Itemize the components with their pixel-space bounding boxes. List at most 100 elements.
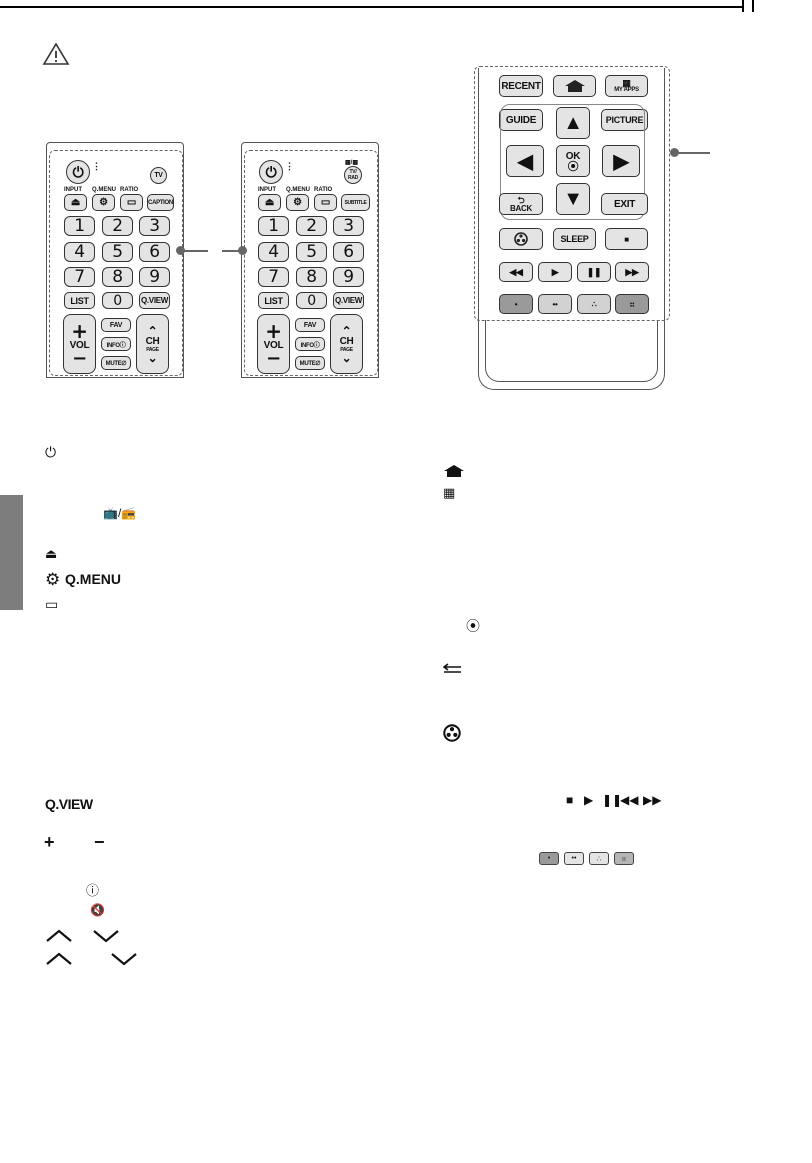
power-button[interactable]: ⏻ [259, 160, 283, 184]
channel-up-icon: ⌃ [341, 323, 352, 338]
channel-rocker[interactable]: ⌃ CH PAGE ⌄ [136, 314, 169, 374]
page-label: PAGE [146, 346, 159, 353]
left-arrow-button[interactable]: ◀ [506, 145, 544, 177]
qview-button[interactable]: Q.VIEW [333, 292, 364, 309]
list-button[interactable]: LIST [64, 292, 95, 309]
num-0-button[interactable]: 0 [296, 292, 327, 309]
live-menu-legend-icon [443, 724, 461, 742]
num-5-button[interactable]: 5 [102, 242, 133, 262]
input-button[interactable]: ⏏ [258, 194, 281, 211]
num-3-button[interactable]: 3 [139, 216, 170, 236]
fav-button[interactable]: FAV [295, 318, 325, 332]
play-button[interactable]: ▶ [538, 262, 572, 282]
ratio-icon: ▭ [45, 596, 59, 612]
apps-grid-icon: ▦ [622, 78, 631, 88]
num-5-button[interactable]: 5 [296, 242, 327, 262]
color-key-3-button[interactable]: ∴ [577, 294, 611, 314]
picture-button[interactable]: PICTURE [601, 109, 648, 131]
qmenu-button[interactable]: ⚙ [286, 194, 309, 211]
stop-legend-icon: ■ [566, 793, 574, 807]
live-menu-button[interactable] [499, 228, 543, 250]
num-8-button[interactable]: 8 [296, 267, 327, 287]
volume-up-icon: + [71, 318, 88, 343]
home-button[interactable] [553, 75, 596, 97]
cut-corner-mark [742, 0, 802, 12]
page-up-icon [46, 952, 72, 965]
num-9-button[interactable]: 9 [139, 267, 170, 287]
subtitle-button[interactable]: SUBTITLE [341, 194, 370, 211]
color-key-2-button[interactable]: •• [538, 294, 572, 314]
back-button[interactable]: ⮌ BACK [499, 193, 543, 215]
down-arrow-button[interactable]: ▼ [556, 183, 590, 215]
plus-icon: + [44, 832, 55, 852]
remote-a-highlight-frame [49, 150, 183, 376]
num-1-button[interactable]: 1 [258, 216, 289, 236]
info-icon: ⓘ [86, 883, 100, 898]
ratio-button[interactable]: ▭ [120, 194, 143, 211]
volume-down-icon: − [266, 347, 281, 369]
play-legend-icon: ▶ [584, 793, 594, 807]
num-2-button[interactable]: 2 [102, 216, 133, 236]
remote-c-body [478, 68, 665, 390]
page-label: PAGE [340, 346, 353, 353]
num-6-button[interactable]: 6 [139, 242, 170, 262]
color-key-1-button[interactable]: • [499, 294, 533, 314]
list-button[interactable]: LIST [258, 292, 289, 309]
up-arrow-button[interactable]: ▲ [556, 107, 590, 139]
rewind-button[interactable]: ◀◀ [499, 262, 533, 282]
sleep-button[interactable]: SLEEP [553, 228, 596, 250]
channel-label: CH [145, 335, 160, 347]
volume-rocker[interactable]: + VOL − [63, 314, 96, 374]
fast-forward-button[interactable]: ▶▶ [615, 262, 649, 282]
num-9-button[interactable]: 9 [333, 267, 364, 287]
num-7-button[interactable]: 7 [258, 267, 289, 287]
caption-button[interactable]: CAPTION [147, 194, 174, 211]
right-arrow-button[interactable]: ▶ [602, 145, 640, 177]
info-button[interactable]: INFOⓘ [101, 337, 131, 351]
recent-button[interactable]: RECENT [499, 75, 543, 97]
color-key-4-legend-icon: ⠶ [614, 852, 634, 865]
tv-button[interactable]: TV [150, 167, 167, 184]
channel-rocker[interactable]: ⌃ CH PAGE ⌄ [330, 314, 363, 374]
guide-button[interactable]: GUIDE [499, 109, 543, 131]
num-2-button[interactable]: 2 [296, 216, 327, 236]
volume-label: VOL [69, 339, 90, 351]
mute-button[interactable]: MUTE∅ [295, 356, 325, 370]
qview-button[interactable]: Q.VIEW [139, 292, 170, 309]
input-button[interactable]: ⏏ [64, 194, 87, 211]
volume-up-icon: + [265, 318, 282, 343]
qmenu-button[interactable]: ⚙ [92, 194, 115, 211]
num-1-button[interactable]: 1 [64, 216, 95, 236]
callout-line [678, 152, 710, 154]
mute-button[interactable]: MUTE∅ [101, 356, 131, 370]
num-6-button[interactable]: 6 [333, 242, 364, 262]
exit-button[interactable]: EXIT [601, 193, 648, 215]
power-icon: ⏻ [45, 444, 57, 460]
num-4-button[interactable]: 4 [64, 242, 95, 262]
power-button[interactable]: ⏻ [66, 160, 90, 184]
pause-button[interactable]: ❚❚ [577, 262, 611, 282]
ratio-button[interactable]: ▭ [314, 194, 337, 211]
indicator-dots: ⋮ [92, 161, 101, 171]
fav-button[interactable]: FAV [101, 318, 131, 332]
ok-button[interactable]: OK ⦿ [556, 145, 590, 177]
my-apps-button[interactable]: ▦ MY APPS [605, 75, 648, 97]
remote-c-highlight-frame [474, 66, 670, 321]
num-0-button[interactable]: 0 [102, 292, 133, 309]
num-4-button[interactable]: 4 [258, 242, 289, 262]
color-key-4-button[interactable]: ⠶ [615, 294, 649, 314]
qmenu-legend-label: Q.MENU [65, 571, 121, 587]
cut-line [0, 6, 742, 8]
info-button[interactable]: INFOⓘ [295, 337, 325, 351]
volume-rocker[interactable]: + VOL − [257, 314, 290, 374]
num-7-button[interactable]: 7 [64, 267, 95, 287]
channel-up-icon: ⌃ [147, 323, 158, 338]
tvrad-top-label: ▩/▩ [345, 160, 359, 166]
my-apps-label: MY APPS [614, 87, 639, 93]
tv-rad-button[interactable]: TV/ RAD [344, 166, 362, 184]
num-8-button[interactable]: 8 [102, 267, 133, 287]
qview-legend-label: Q.VIEW [45, 796, 93, 812]
back-label: BACK [510, 203, 532, 213]
num-3-button[interactable]: 3 [333, 216, 364, 236]
stop-button[interactable]: ■ [605, 228, 648, 250]
